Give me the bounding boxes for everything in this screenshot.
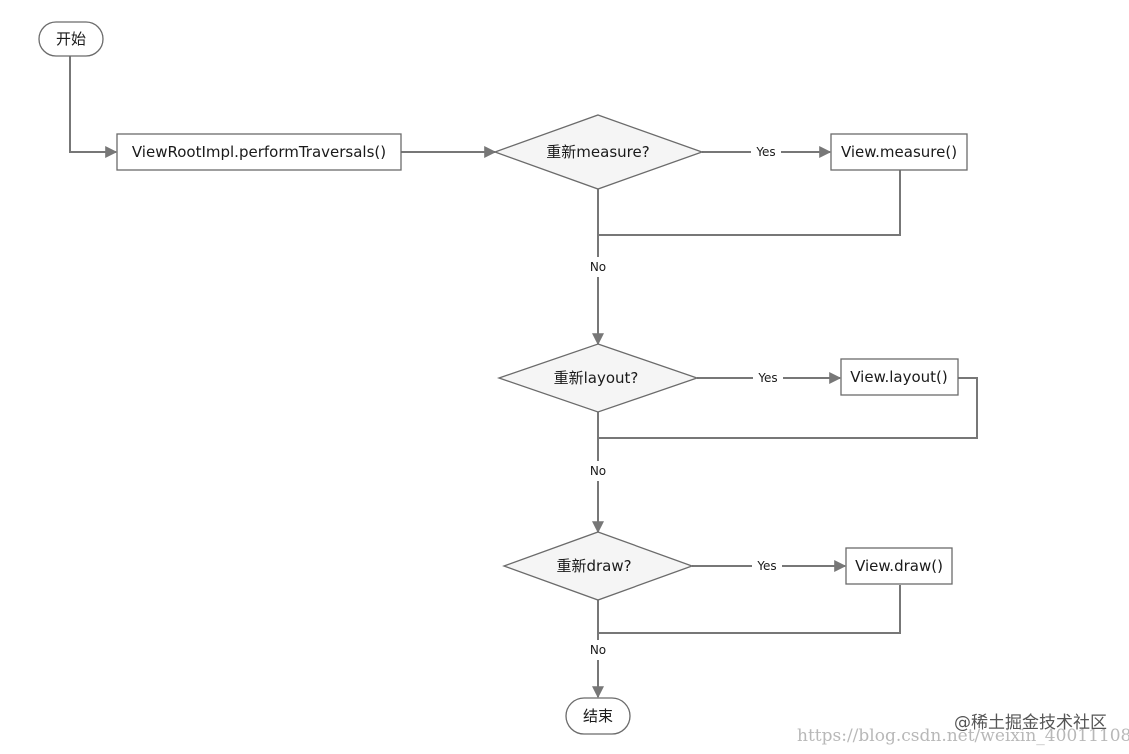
node-measure: View.measure() bbox=[830, 133, 968, 171]
edge-label-text: Yes bbox=[757, 371, 777, 385]
edge-label-measure-no: No bbox=[585, 257, 611, 277]
nodes: 开始 ViewRootImpl.performTraversals() 重新me… bbox=[38, 21, 968, 735]
edge-label-text: No bbox=[590, 643, 606, 657]
edge-start-to-traversals bbox=[69, 56, 118, 158]
node-draw: View.draw() bbox=[845, 547, 953, 585]
node-label: View.layout() bbox=[850, 368, 948, 386]
edge-labels: Yes No Yes No Yes No bbox=[585, 143, 783, 660]
edge-layout-to-merge bbox=[598, 377, 978, 439]
watermark: https://blog.csdn.net/weixin_40011108 @稀… bbox=[797, 713, 1129, 746]
node-label: View.draw() bbox=[855, 557, 943, 575]
node-label: 重新measure? bbox=[546, 143, 649, 161]
node-traversals: ViewRootImpl.performTraversals() bbox=[116, 133, 402, 171]
edge-label-text: No bbox=[590, 260, 606, 274]
node-layout: View.layout() bbox=[840, 358, 959, 396]
node-label: View.measure() bbox=[841, 143, 957, 161]
node-q-measure: 重新measure? bbox=[493, 114, 704, 190]
edge-draw-to-merge bbox=[598, 585, 901, 634]
edge-label-layout-no: No bbox=[585, 461, 611, 481]
edge-measure-to-merge bbox=[598, 170, 901, 236]
node-label: 开始 bbox=[56, 30, 86, 48]
edge-label-draw-no: No bbox=[585, 640, 611, 660]
node-q-layout: 重新layout? bbox=[496, 343, 700, 413]
node-start: 开始 bbox=[38, 21, 104, 57]
node-label: 重新draw? bbox=[556, 557, 631, 575]
node-label: 重新layout? bbox=[554, 369, 639, 387]
watermark-brand: @稀土掘金技术社区 bbox=[954, 713, 1107, 733]
watermark-url: https://blog.csdn.net/weixin_40011108 bbox=[797, 726, 1129, 746]
edge-label-measure-yes: Yes bbox=[751, 143, 781, 160]
node-end: 结束 bbox=[565, 697, 631, 735]
edge-label-draw-yes: Yes bbox=[752, 557, 782, 574]
node-q-draw: 重新draw? bbox=[502, 531, 694, 601]
edge-label-text: Yes bbox=[755, 145, 775, 159]
edge-label-text: Yes bbox=[756, 559, 776, 573]
edge-label-layout-yes: Yes bbox=[753, 369, 783, 386]
node-label: ViewRootImpl.performTraversals() bbox=[132, 143, 386, 161]
node-label: 结束 bbox=[583, 707, 613, 725]
edge-label-text: No bbox=[590, 464, 606, 478]
